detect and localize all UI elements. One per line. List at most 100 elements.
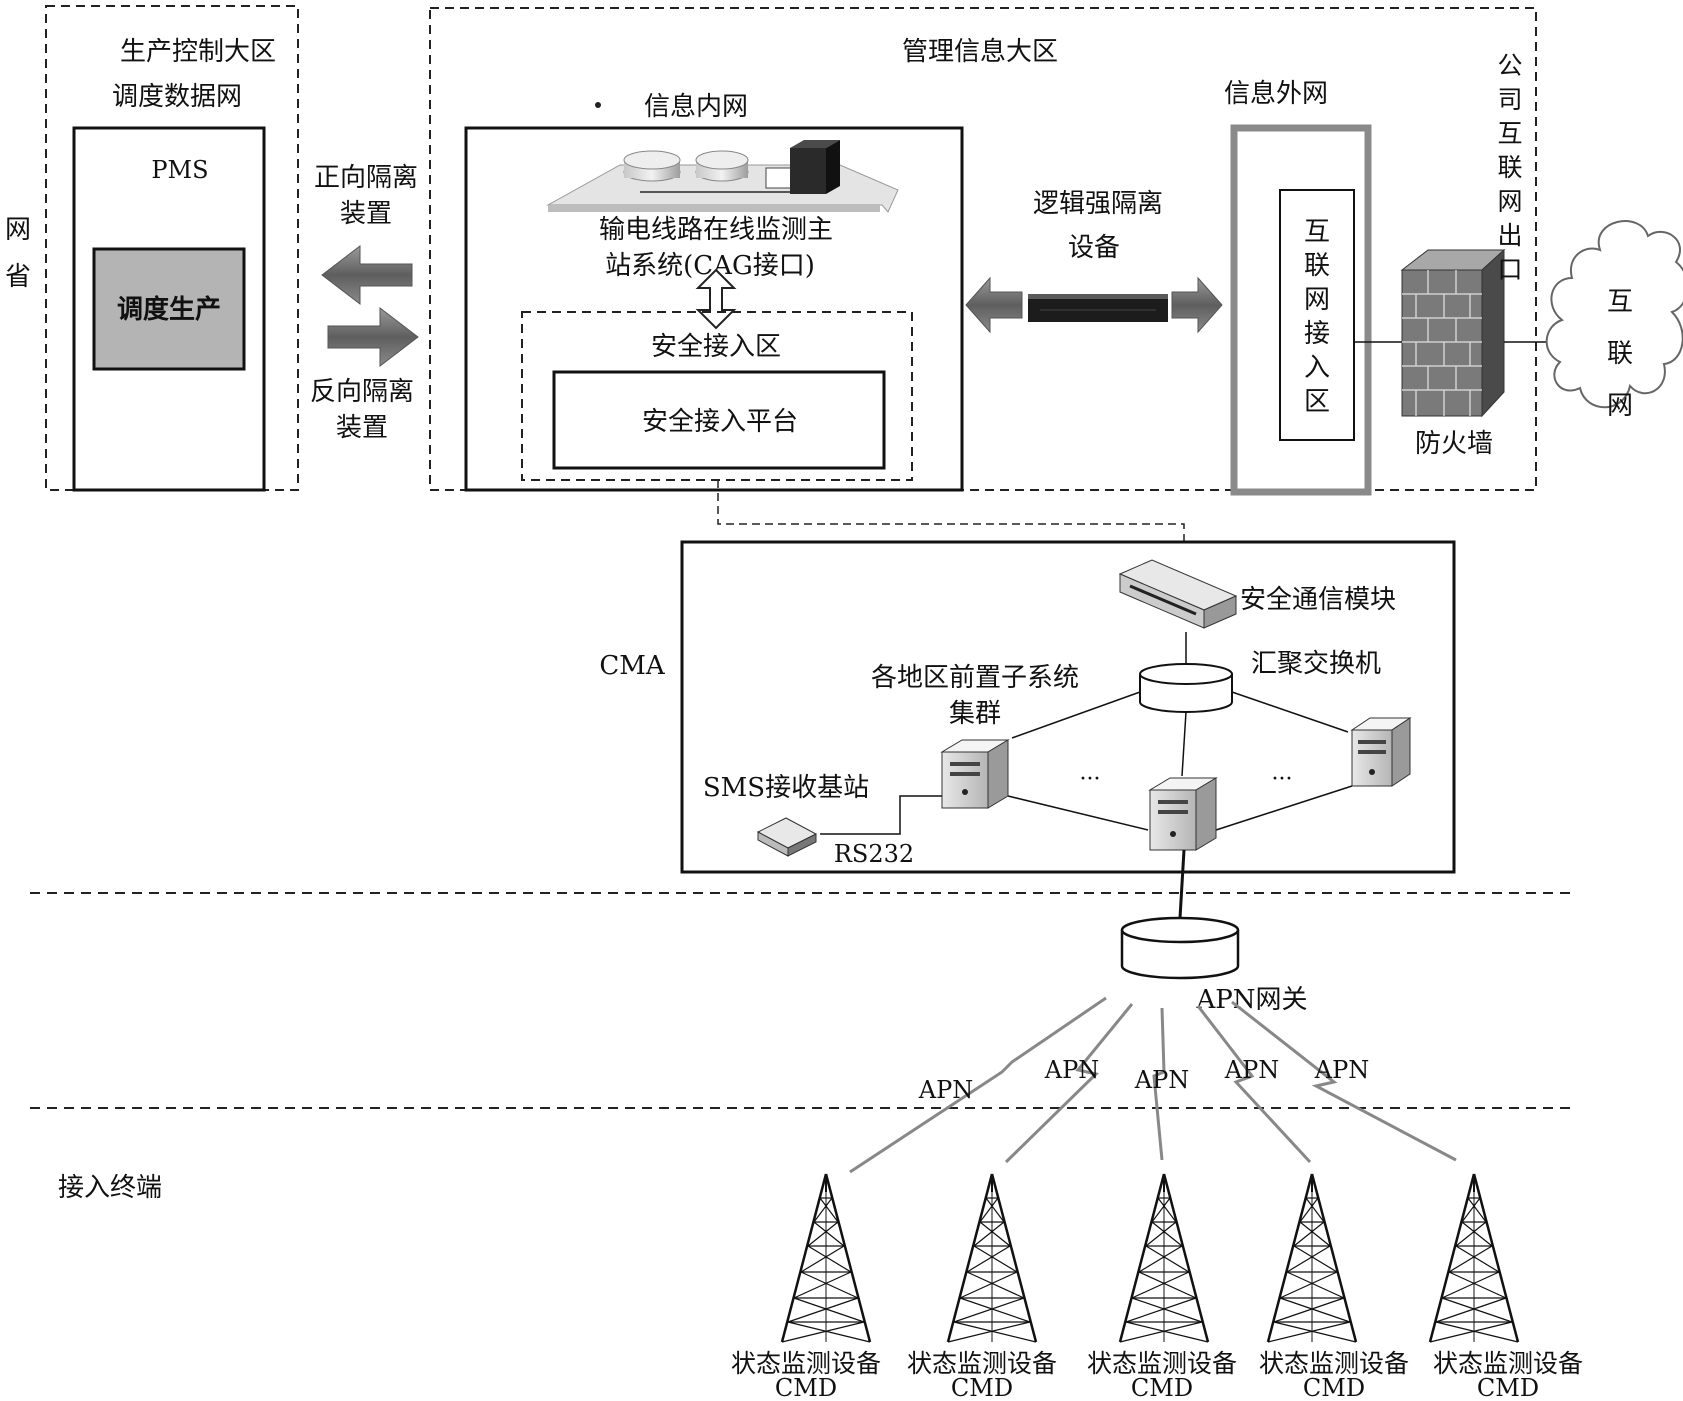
rs232-link — [820, 795, 942, 835]
logic-isolation-device-icon — [1028, 294, 1168, 322]
cmd-name-2: 状态监测设备 — [907, 1349, 1057, 1378]
secure-platform-label: 安全接入平台 — [642, 407, 798, 437]
apn-label-2: APN — [1044, 1056, 1099, 1084]
apn-link-2 — [1004, 1003, 1134, 1164]
switch-link-left — [1011, 691, 1141, 739]
internet-access-zone-char-6: 区 — [1304, 387, 1330, 417]
secure-platform-box — [552, 370, 886, 470]
management-zone-title: 管理信息大区 — [902, 37, 1058, 67]
internet-access-zone-box — [1279, 189, 1355, 441]
logic-isolation-line2: 设备 — [1068, 233, 1120, 263]
sms-base-station-icon — [756, 817, 818, 857]
production-zone-title: 生产控制大区 — [120, 37, 276, 67]
master-station-icon — [546, 140, 899, 213]
internet-cloud-char-1: 互 — [1607, 287, 1633, 317]
internet-access-zone-char-1: 互 — [1304, 217, 1330, 247]
ellipsis-left: ··· — [1080, 767, 1101, 792]
rs232-label: RS232 — [834, 840, 914, 868]
cmd-code-5: CMD — [1477, 1374, 1539, 1401]
company-exit-char-6: 出 — [1497, 221, 1522, 250]
apn-label-5: APN — [1314, 1056, 1369, 1084]
aggregation-switch-icon — [1139, 663, 1233, 713]
bidirectional-arrow-icon — [695, 268, 737, 330]
master-station-line1: 输电线路在线监测主 — [599, 215, 833, 245]
apn-link-3 — [1152, 1007, 1166, 1161]
sms-label: SMS接收基站 — [703, 773, 869, 803]
extranet-label: 信息外网 — [1224, 79, 1328, 109]
company-exit-char-7: 口 — [1497, 255, 1522, 284]
apn-link-1 — [849, 996, 1107, 1174]
pms-label: PMS — [151, 156, 208, 184]
reverse-isolation-line1: 反向隔离 — [310, 377, 414, 407]
tower-icon-5 — [1428, 1172, 1520, 1344]
apn-label-1: APN — [918, 1076, 973, 1104]
cmd-name-4: 状态监测设备 — [1259, 1349, 1409, 1378]
tower-icon-3 — [1118, 1172, 1210, 1344]
cmd-name-5: 状态监测设备 — [1433, 1349, 1583, 1378]
cmd-name-3: 状态监测设备 — [1087, 1349, 1237, 1378]
server-link-left-center — [1007, 795, 1149, 831]
dispatch-box — [92, 247, 246, 371]
company-exit-char-3: 互 — [1497, 119, 1522, 148]
secure-comm-module-icon — [1118, 559, 1238, 629]
company-exit-char-2: 司 — [1497, 85, 1522, 114]
logic-arrow-left-icon — [965, 276, 1023, 334]
dispatch-label: 调度生产 — [117, 294, 221, 325]
tower-icon-4 — [1266, 1172, 1358, 1344]
logic-arrow-right-icon — [1171, 276, 1223, 334]
internet-access-zone-char-2: 联 — [1304, 251, 1330, 281]
cma-label: CMA — [599, 651, 666, 681]
apn-link-5 — [1231, 1000, 1457, 1162]
firewall-icon — [1400, 248, 1506, 418]
cmd-code-4: CMD — [1303, 1374, 1365, 1401]
apn-gateway-label: APN网关 — [1195, 985, 1307, 1015]
switch-link-center — [1181, 711, 1187, 777]
apn-label-3: APN — [1134, 1066, 1189, 1094]
apn-link-4 — [1196, 1005, 1312, 1164]
server-left-icon — [940, 739, 1010, 809]
apn-gateway-icon — [1120, 916, 1240, 980]
server-center-icon — [1148, 777, 1218, 851]
switch-label: 汇聚交换机 — [1251, 649, 1381, 679]
internet-access-zone-char-4: 接 — [1304, 319, 1330, 349]
bullet-dot — [595, 102, 601, 108]
secure-zone-label: 安全接入区 — [651, 332, 781, 362]
dispatch-network-label: 调度数据网 — [112, 82, 242, 112]
secure-zone-border — [521, 311, 913, 481]
cmd-code-1: CMD — [775, 1374, 837, 1401]
province-label-char-1: 网 — [5, 215, 31, 245]
forward-isolation-line1: 正向隔离 — [314, 163, 418, 193]
forward-isolation-arrow-icon — [321, 244, 413, 306]
internet-cloud-icon — [1545, 220, 1683, 409]
forward-isolation-line2: 装置 — [340, 199, 392, 229]
secure-comm-label: 安全通信模块 — [1240, 585, 1396, 615]
internet-cloud-char-3: 网 — [1607, 391, 1633, 421]
server-right-icon — [1350, 717, 1412, 787]
cmd-name-1: 状态监测设备 — [731, 1349, 881, 1378]
server-link-center-right — [1215, 785, 1353, 831]
reverse-isolation-arrow-icon — [327, 306, 419, 368]
switch-link-right — [1231, 691, 1349, 733]
cmd-code-2: CMD — [951, 1374, 1013, 1401]
intranet-label: 信息内网 — [644, 92, 748, 122]
internet-access-zone-char-5: 入 — [1304, 353, 1330, 383]
company-exit-char-4: 联 — [1497, 153, 1522, 182]
cluster-line1: 各地区前置子系统 — [871, 663, 1079, 693]
apn-label-4: APN — [1224, 1056, 1279, 1084]
company-exit-char-1: 公 — [1497, 51, 1522, 80]
ellipsis-right: ··· — [1272, 767, 1293, 792]
internet-access-zone-char-3: 网 — [1304, 285, 1330, 315]
internet-cloud-char-2: 联 — [1607, 339, 1633, 369]
tower-icon-1 — [780, 1172, 872, 1344]
reverse-isolation-line2: 装置 — [336, 413, 388, 443]
company-exit-char-5: 网 — [1497, 187, 1522, 216]
firewall-label: 防火墙 — [1415, 429, 1493, 459]
cluster-line2: 集群 — [949, 699, 1001, 729]
tower-icon-2 — [946, 1172, 1038, 1344]
access-terminal-label: 接入终端 — [58, 1173, 162, 1203]
cmd-code-3: CMD — [1131, 1374, 1193, 1401]
cma-to-gateway-link — [1178, 849, 1186, 919]
cma-box — [680, 540, 1456, 874]
logic-isolation-line1: 逻辑强隔离 — [1033, 189, 1163, 219]
